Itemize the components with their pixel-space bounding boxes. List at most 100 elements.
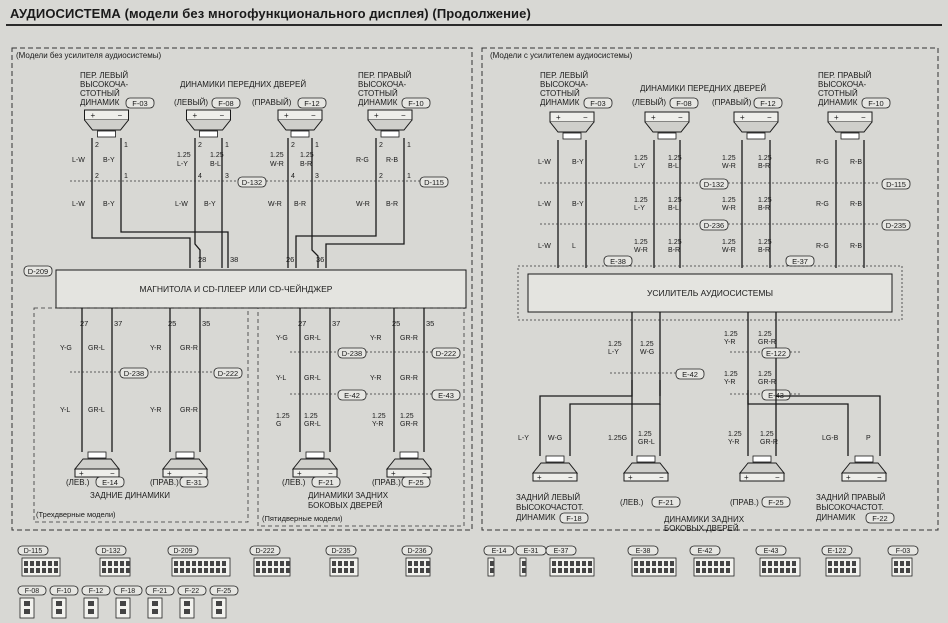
- connector-pin: [24, 609, 30, 614]
- connector-pin: [570, 561, 574, 566]
- speaker-cone: [738, 462, 786, 474]
- wire-label: GR-R: [180, 345, 198, 352]
- svg-text:D-236: D-236: [704, 221, 724, 230]
- speaker-terminal: [199, 130, 218, 138]
- connector-pin: [522, 568, 526, 573]
- connector-tag: [113, 585, 143, 596]
- svg-text:F-22: F-22: [872, 514, 887, 523]
- wire-label: W-R: [722, 205, 736, 212]
- pin-number: 37: [332, 319, 340, 328]
- wire-label: 1.25: [728, 431, 742, 438]
- connector-tag-text: D-235: [331, 548, 350, 555]
- connector-tag-text: D-115: [24, 548, 43, 555]
- connector-pin: [332, 568, 336, 573]
- connector-pin: [332, 561, 336, 566]
- connector-pin: [344, 568, 348, 573]
- plus-terminal: +: [556, 113, 561, 122]
- connector-shape: [211, 597, 227, 619]
- speaker-cone: [291, 458, 339, 470]
- connector-pin: [634, 568, 638, 573]
- connector-pin: [696, 561, 700, 566]
- wire-label: L-Y: [518, 435, 529, 442]
- wire-label: 1.25: [668, 239, 682, 246]
- plus-terminal: +: [651, 113, 656, 122]
- connector-pin: [54, 568, 58, 573]
- connector-pin: [274, 561, 278, 566]
- wire-label: L-W: [538, 243, 551, 250]
- connector-pin: [780, 568, 784, 573]
- connector-tag: [761, 347, 791, 359]
- minus-terminal: −: [401, 111, 406, 120]
- connector-pin: [350, 561, 354, 566]
- plus-terminal: +: [374, 111, 379, 120]
- connector-tag-text: F-08: [25, 588, 40, 595]
- svg-text:F-10: F-10: [868, 99, 883, 108]
- connector-pin: [108, 568, 112, 573]
- connector-pin: [152, 601, 158, 606]
- connector-pin: [900, 561, 904, 566]
- wire: [775, 390, 881, 456]
- plus-terminal: +: [740, 113, 745, 122]
- connector-pin: [576, 568, 580, 573]
- connector-pin: [108, 561, 112, 566]
- wire-label: R-G: [816, 201, 829, 208]
- right-front-speaker-1: +−: [549, 111, 595, 140]
- legend-connector-f-22: F-22: [177, 585, 207, 619]
- connector-tag-text: E-43: [764, 548, 779, 555]
- connector-pin: [222, 568, 226, 573]
- svg-text:D-132: D-132: [242, 178, 262, 187]
- page-title: АУДИОСИСТЕМА (модели без многофункционал…: [10, 6, 531, 21]
- connector-pin: [552, 568, 556, 573]
- connector-tag-text: E-122: [766, 349, 786, 358]
- connector-pin: [768, 561, 772, 566]
- speaker-cone: [186, 119, 231, 131]
- svg-text:ДИНАМИК: ДИНАМИК: [516, 513, 556, 522]
- connector-pin: [664, 568, 668, 573]
- connector-pin: [120, 601, 126, 606]
- wire-label: 1.25: [722, 155, 736, 162]
- connector-pin: [588, 561, 592, 566]
- plus-terminal: +: [297, 469, 302, 478]
- connector-tag-text: D-222: [255, 548, 274, 555]
- connector-pin: [828, 568, 832, 573]
- connector-tag: [761, 496, 791, 508]
- connector-pin: [774, 561, 778, 566]
- speaker-terminal: [636, 455, 656, 463]
- minus-terminal: −: [775, 473, 780, 482]
- connector-pin: [192, 561, 196, 566]
- svg-text:D-115: D-115: [424, 178, 444, 187]
- rear-speaker-side: (ПРАВ.): [150, 478, 179, 487]
- connector-tag: [95, 545, 127, 556]
- connector-pin: [338, 561, 342, 566]
- speaker-cone: [622, 462, 670, 474]
- connector-pin: [840, 568, 844, 573]
- svg-text:СТОТНЫЙ: СТОТНЫЙ: [358, 89, 398, 98]
- connector-tag-text: D-132: [101, 548, 120, 555]
- connector-pin: [634, 561, 638, 566]
- speaker-terminal: [657, 132, 677, 140]
- wire-label: R-B: [850, 201, 862, 208]
- connector-pin: [664, 561, 668, 566]
- connector-tag-text: E-31: [186, 478, 202, 487]
- svg-text:ПЕР. ПРАВЫЙ: ПЕР. ПРАВЫЙ: [818, 71, 872, 80]
- legend-connector-e-122: E-122: [821, 545, 861, 577]
- connector-tag: [177, 585, 207, 596]
- svg-text:26: 26: [286, 255, 294, 264]
- right-rear-left-door: +−: [622, 455, 670, 482]
- connector-pin: [216, 609, 222, 614]
- connector-tag-text: F-12: [89, 588, 104, 595]
- right-front-wires: [557, 140, 865, 268]
- connector-tag-text: F-22: [185, 588, 200, 595]
- plus-terminal: +: [79, 469, 84, 478]
- wire-label: 1.25: [276, 413, 290, 420]
- pin-number: 27: [298, 319, 306, 328]
- speaker-cone: [827, 121, 873, 133]
- left-speaker-conns: F-03 F-08 F-12 F-10: [125, 97, 431, 109]
- svg-text:БОКОВЫХ ДВЕРЕЙ: БОКОВЫХ ДВЕРЕЙ: [664, 524, 739, 533]
- connector-tag: [311, 476, 341, 488]
- legend-connector-d-222: D-222: [249, 545, 291, 577]
- right-rear-right-door: +−: [738, 455, 786, 482]
- wire-label: W-R: [722, 163, 736, 170]
- connector-pin: [552, 561, 556, 566]
- wire-label: 1.25: [372, 413, 386, 420]
